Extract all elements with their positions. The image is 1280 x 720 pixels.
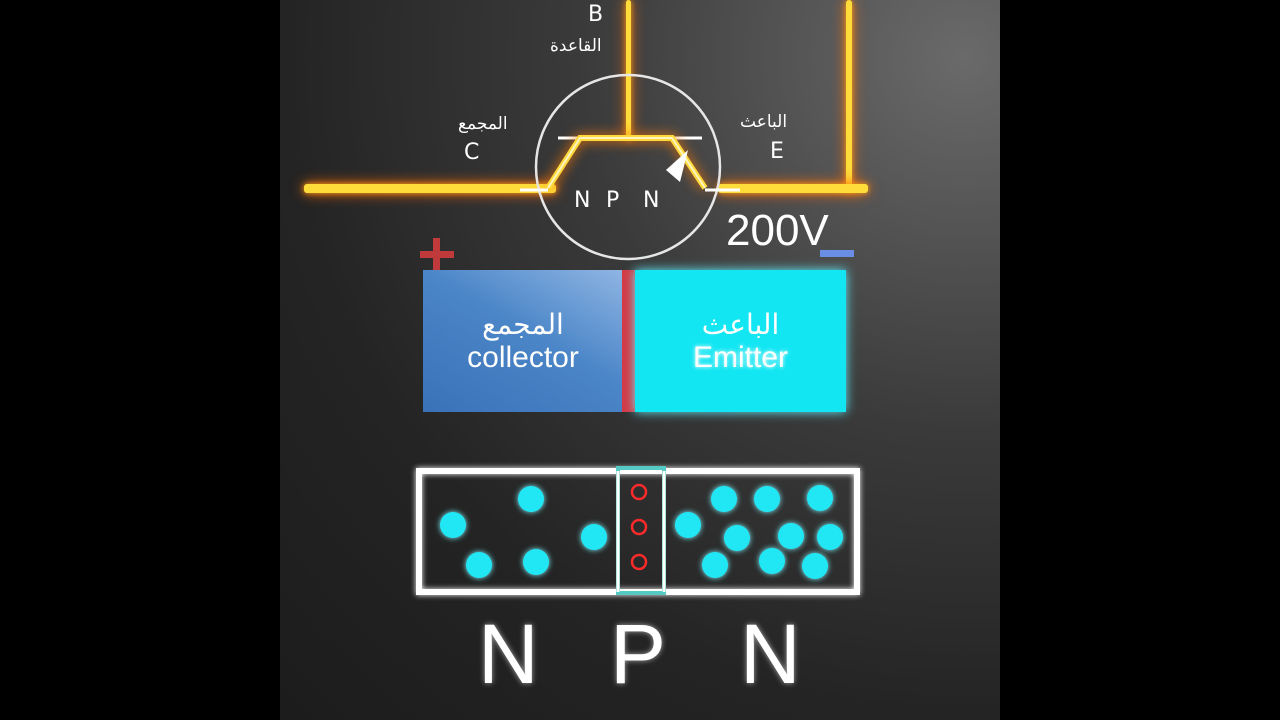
junction-strip (622, 270, 635, 412)
emitter-lead-wire (718, 184, 868, 193)
collector-block-ar: المجمع (482, 307, 564, 341)
voltage-label: 200V (726, 206, 829, 255)
electron (807, 485, 833, 511)
transistor-circle (534, 73, 722, 261)
p-region-box (616, 466, 666, 595)
npn-carrier-diagram (416, 466, 860, 595)
base-wire (626, 0, 631, 140)
collector-block: المجمع collector (423, 270, 623, 412)
hole (630, 518, 648, 536)
region-letter-n2: N (740, 607, 801, 701)
base-letter: B (588, 2, 604, 27)
electron (778, 523, 804, 549)
electron (754, 486, 780, 512)
region-letter-n1: N (478, 607, 539, 701)
electron (581, 524, 607, 550)
electron (440, 512, 466, 538)
right-vertical-wire (846, 0, 852, 192)
inner-n1: N (574, 188, 590, 213)
electron (724, 525, 750, 551)
region-letter-p: P (610, 607, 667, 701)
collector-block-en: collector (467, 340, 579, 374)
electron (711, 486, 737, 512)
emitter-label-ar: الباعث (740, 112, 788, 132)
emitter-letter: E (770, 139, 784, 164)
diagram-stage: N P N B القاعدة المجمع C الباعث E 200V ا… (280, 0, 1000, 720)
electron (518, 486, 544, 512)
collector-label-ar: المجمع (458, 114, 508, 134)
electron (759, 548, 785, 574)
emitter-block: الباعث Emitter (635, 270, 846, 412)
electron (523, 549, 549, 575)
electron (702, 552, 728, 578)
inner-n2: N (643, 188, 659, 213)
transistor-symbol: N P N (520, 73, 740, 261)
base-label: القاعدة (550, 36, 602, 56)
electron (802, 553, 828, 579)
collector-letter: C (464, 140, 480, 165)
electron (675, 512, 701, 538)
emitter-block-en: Emitter (692, 340, 788, 374)
plus-sign-icon (420, 238, 454, 272)
hole (630, 553, 648, 571)
minus-sign-icon (820, 250, 854, 257)
collector-lead-wire (304, 184, 556, 193)
electron (466, 552, 492, 578)
hole (630, 483, 648, 501)
emitter-block-ar: الباعث (701, 307, 780, 341)
inner-p: P (606, 188, 619, 213)
emitter-arrow-icon (666, 150, 688, 182)
electron (817, 524, 843, 550)
